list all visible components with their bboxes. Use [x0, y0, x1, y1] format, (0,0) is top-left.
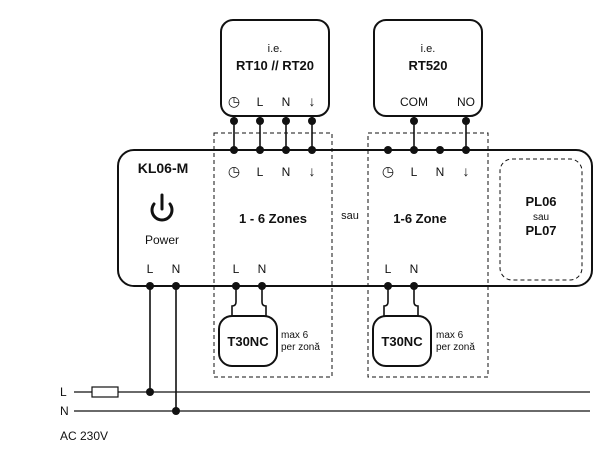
zone-group-1-terminal-clock: ◷	[228, 163, 240, 179]
zone-group-1-terminal-arrow: ↓	[309, 163, 316, 179]
thermostat-2-terminal-com: COM	[400, 95, 428, 109]
zone-group-1-out-l: L	[233, 262, 240, 276]
thermostat-2-terminal-no: NO	[457, 95, 475, 109]
actuator-1-name: T30NC	[227, 334, 269, 349]
thermostat-1-box	[220, 19, 330, 117]
zone-group-1-label: 1 - 6 Zones	[239, 211, 307, 226]
thermostat-1-terminal-l: L	[257, 95, 264, 109]
controller-supply-wires	[149, 286, 177, 411]
supply-n-label: N	[60, 404, 69, 418]
zone-group-1-terminal-l: L	[257, 165, 264, 179]
expansion-outline	[499, 158, 583, 281]
thermostat-1-model: RT10 // RT20	[236, 58, 314, 73]
thermostat-1-terminal-arrow: ↓	[309, 93, 316, 109]
supply-voltage-label: AC 230V	[60, 429, 108, 443]
actuator-2-name: T30NC	[381, 334, 423, 349]
thermostat-2-model: RT520	[408, 58, 447, 73]
zone-group-1-out-n: N	[258, 262, 267, 276]
actuator-1-note-1: max 6	[281, 330, 309, 341]
thermostat-2-box	[373, 19, 483, 117]
thermostat-1-caption: i.e.	[268, 43, 283, 55]
separator-label: sau	[341, 210, 359, 222]
controller-name: KL06-M	[138, 160, 189, 176]
thermostat-2-junctions	[384, 117, 470, 154]
zone-group-2-terminal-n: N	[436, 165, 445, 179]
fuse-symbol	[91, 386, 119, 398]
thermostat-1-terminal-n: N	[282, 95, 291, 109]
expansion-line-3: PL07	[525, 223, 556, 238]
controller-box	[117, 149, 593, 287]
actuator-2-note-2: per zonă	[436, 342, 475, 353]
thermostat-2-caption: i.e.	[421, 43, 436, 55]
controller-terminal-l: L	[147, 262, 154, 276]
power-icon	[150, 193, 174, 222]
zone-group-2-terminal-l: L	[411, 165, 418, 179]
actuator-2-wires	[383, 286, 419, 316]
supply-junctions	[146, 388, 180, 415]
actuator-1-wires	[231, 286, 267, 316]
thermostat-1-terminal-clock: ◷	[228, 93, 240, 109]
zone-group-2-out-l: L	[385, 262, 392, 276]
controller-terminal-n: N	[172, 262, 181, 276]
expansion-line-2: sau	[533, 212, 549, 223]
expansion-line-1: PL06	[525, 194, 556, 209]
zone-group-2-terminal-arrow: ↓	[463, 163, 470, 179]
actuator-1-note-2: per zonă	[281, 342, 320, 353]
zone-group-2-outline	[367, 132, 489, 378]
actuator-2-box	[372, 315, 432, 367]
supply-l-label: L	[60, 385, 67, 399]
zone-group-2-out-n: N	[410, 262, 419, 276]
thermostat-1-junctions	[230, 117, 316, 154]
actuator-1-box	[218, 315, 278, 367]
supply-lines	[74, 391, 590, 412]
zone-group-1-outline	[213, 132, 333, 378]
zone-group-2-terminal-clock: ◷	[382, 163, 394, 179]
zone-group-2-label: 1-6 Zone	[393, 211, 446, 226]
zone-group-1-terminal-n: N	[282, 165, 291, 179]
power-label: Power	[145, 233, 179, 247]
actuator-2-note-1: max 6	[436, 330, 464, 341]
